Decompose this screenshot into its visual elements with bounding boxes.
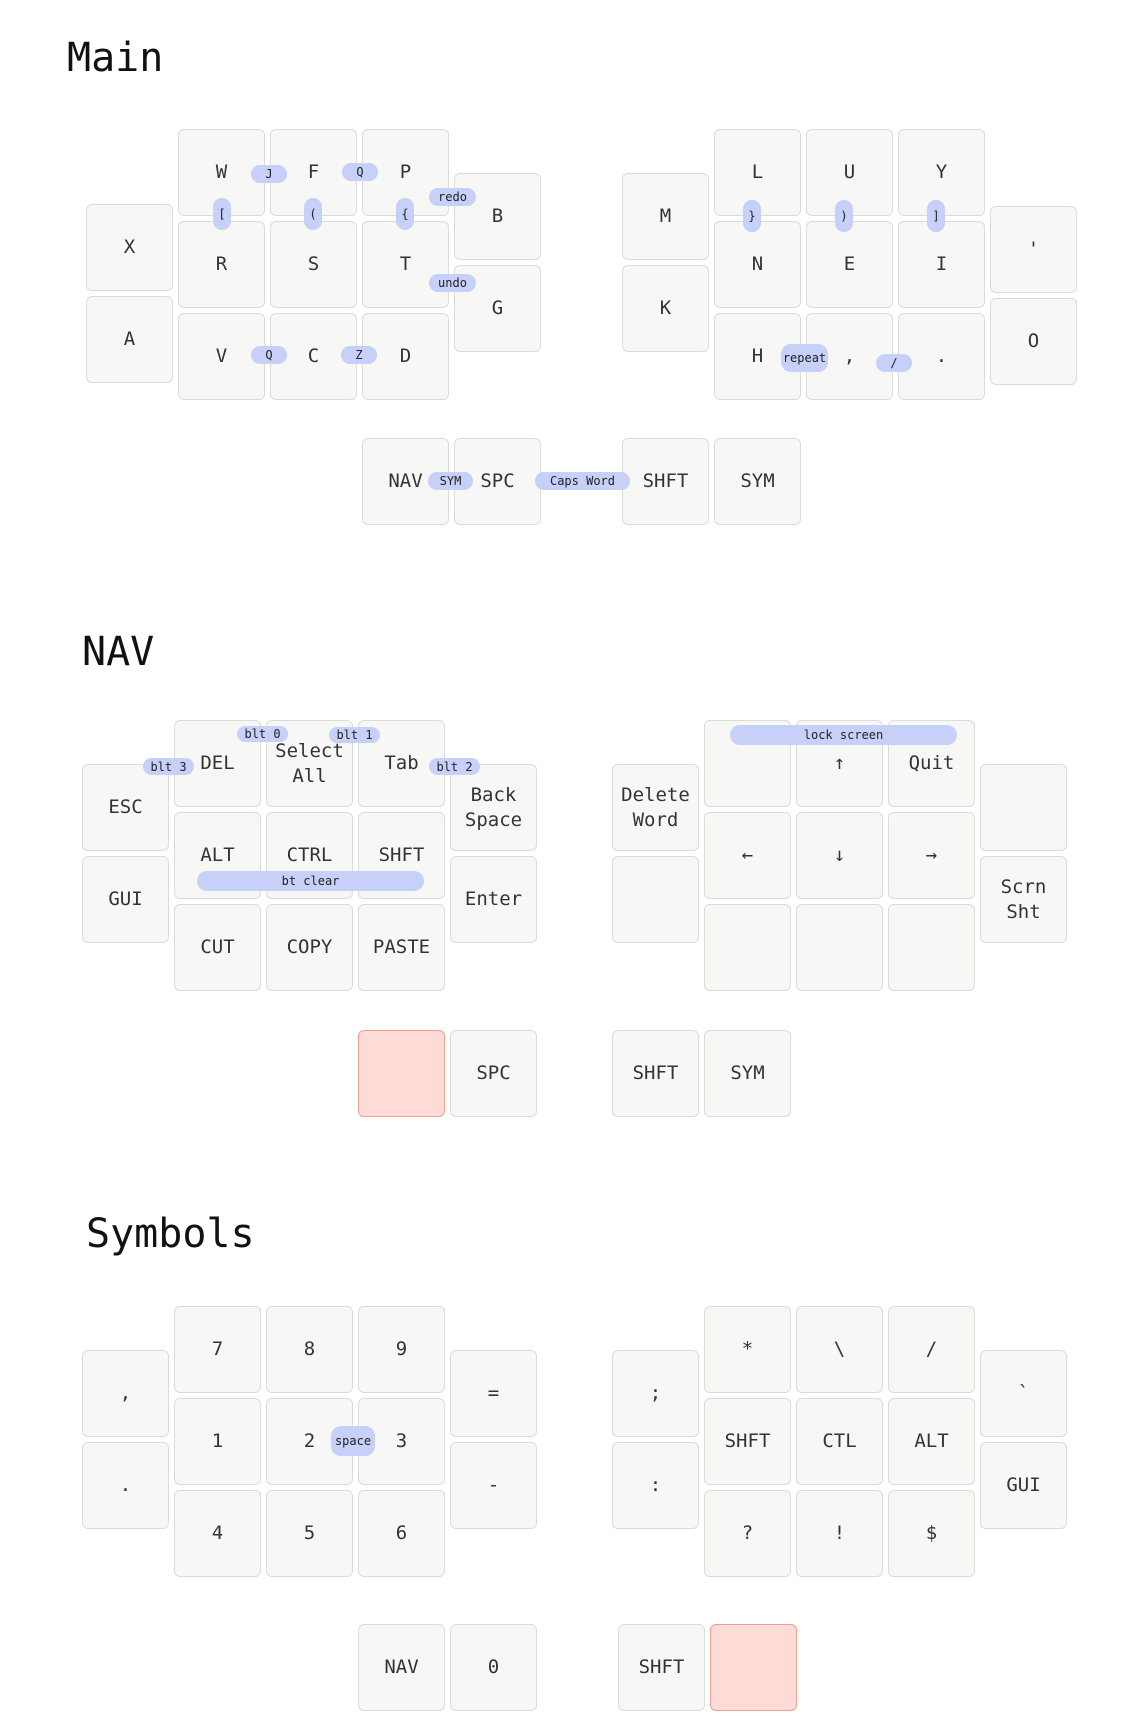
combo-j: J [251,165,287,183]
key-o: O [990,298,1077,385]
combo-lock-screen: lock screen [730,725,957,745]
key-x: X [86,204,173,291]
key-ctl: CTL [796,1398,883,1485]
key-quote: ' [990,206,1077,293]
combo-slash: / [876,354,912,372]
key-sym-comma: , [82,1350,169,1437]
key-held-sym [710,1624,797,1711]
combo-lbracket: [ [213,198,231,230]
combo-undo: undo [429,274,476,292]
key-sym-period: . [82,1442,169,1529]
key-copy: COPY [266,904,353,991]
key-blank-r3 [704,904,791,991]
key-5: 5 [266,1490,353,1577]
key-star: * [704,1306,791,1393]
key-blank-r4 [796,904,883,991]
combo-rbracket: ] [927,200,945,232]
key-t: T [362,221,449,308]
key-n: N [714,221,801,308]
key-blank-r6 [980,764,1067,851]
key-nav-sym: NAV [358,1624,445,1711]
key-alt-sym: ALT [888,1398,975,1485]
key-gui-sym: GUI [980,1442,1067,1529]
key-8: 8 [266,1306,353,1393]
key-m: M [622,173,709,260]
key-nav: NAV [362,438,449,525]
key-backspace: Back Space [450,764,537,851]
combo-blt1: blt 1 [329,727,380,743]
combo-blt3: blt 3 [143,758,194,775]
combo-blt2: blt 2 [429,758,480,775]
combo-lparen: ( [304,198,322,230]
key-right-arrow: → [888,812,975,899]
key-colon: : [612,1442,699,1529]
key-k: K [622,265,709,352]
key-question: ? [704,1490,791,1577]
key-grave: ` [980,1350,1067,1437]
key-esc: ESC [82,764,169,851]
key-blank-r5 [888,904,975,991]
key-slash: / [888,1306,975,1393]
key-6: 6 [358,1490,445,1577]
key-backslash: \ [796,1306,883,1393]
key-sym: SYM [714,438,801,525]
combo-sym: SYM [428,472,473,490]
key-r: R [178,221,265,308]
key-down-arrow: ↓ [796,812,883,899]
key-delete-word: Delete Word [612,764,699,851]
key-shft-sym: SHFT [704,1398,791,1485]
combo-redo: redo [429,188,476,206]
key-semicolon: ; [612,1350,699,1437]
key-1: 1 [174,1398,261,1485]
key-enter: Enter [450,856,537,943]
key-9: 9 [358,1306,445,1393]
key-equals: = [450,1350,537,1437]
key-0: 0 [450,1624,537,1711]
symbols-layer-title: Symbols [86,1211,255,1257]
key-held-nav [358,1030,445,1117]
key-cut: CUT [174,904,261,991]
combo-q-bottom: Q [251,346,287,364]
key-4: 4 [174,1490,261,1577]
key-scrn-sht: Scrn Sht [980,856,1067,943]
combo-repeat: repeat [781,344,828,372]
key-7: 7 [174,1306,261,1393]
key-a: A [86,296,173,383]
key-blank-l [612,856,699,943]
key-i: I [898,221,985,308]
key-e: E [806,221,893,308]
key-period: . [898,313,985,400]
key-b: B [454,173,541,260]
key-shft-thumb-nav: SHFT [612,1030,699,1117]
key-shft-thumb-sym: SHFT [618,1624,705,1711]
main-layer-title: Main [67,35,164,81]
key-paste: PASTE [358,904,445,991]
key-v: V [178,313,265,400]
key-minus: - [450,1442,537,1529]
key-left-arrow: ← [704,812,791,899]
combo-bt-clear: bt clear [197,871,424,891]
key-spc-nav: SPC [450,1030,537,1117]
key-bang: ! [796,1490,883,1577]
key-s: S [270,221,357,308]
key-shft: SHFT [622,438,709,525]
combo-space: space [331,1426,375,1456]
combo-z: Z [341,346,377,364]
combo-lbrace: { [396,198,414,230]
key-sym-thumb-nav: SYM [704,1030,791,1117]
nav-layer-title: NAV [82,629,155,675]
key-dollar: $ [888,1490,975,1577]
key-gui: GUI [82,856,169,943]
combo-rparen: ) [835,200,853,232]
combo-q-top: Q [342,163,378,181]
combo-blt0: blt 0 [237,726,288,742]
combo-rbrace: } [743,200,761,232]
combo-caps-word: Caps Word [535,472,630,490]
